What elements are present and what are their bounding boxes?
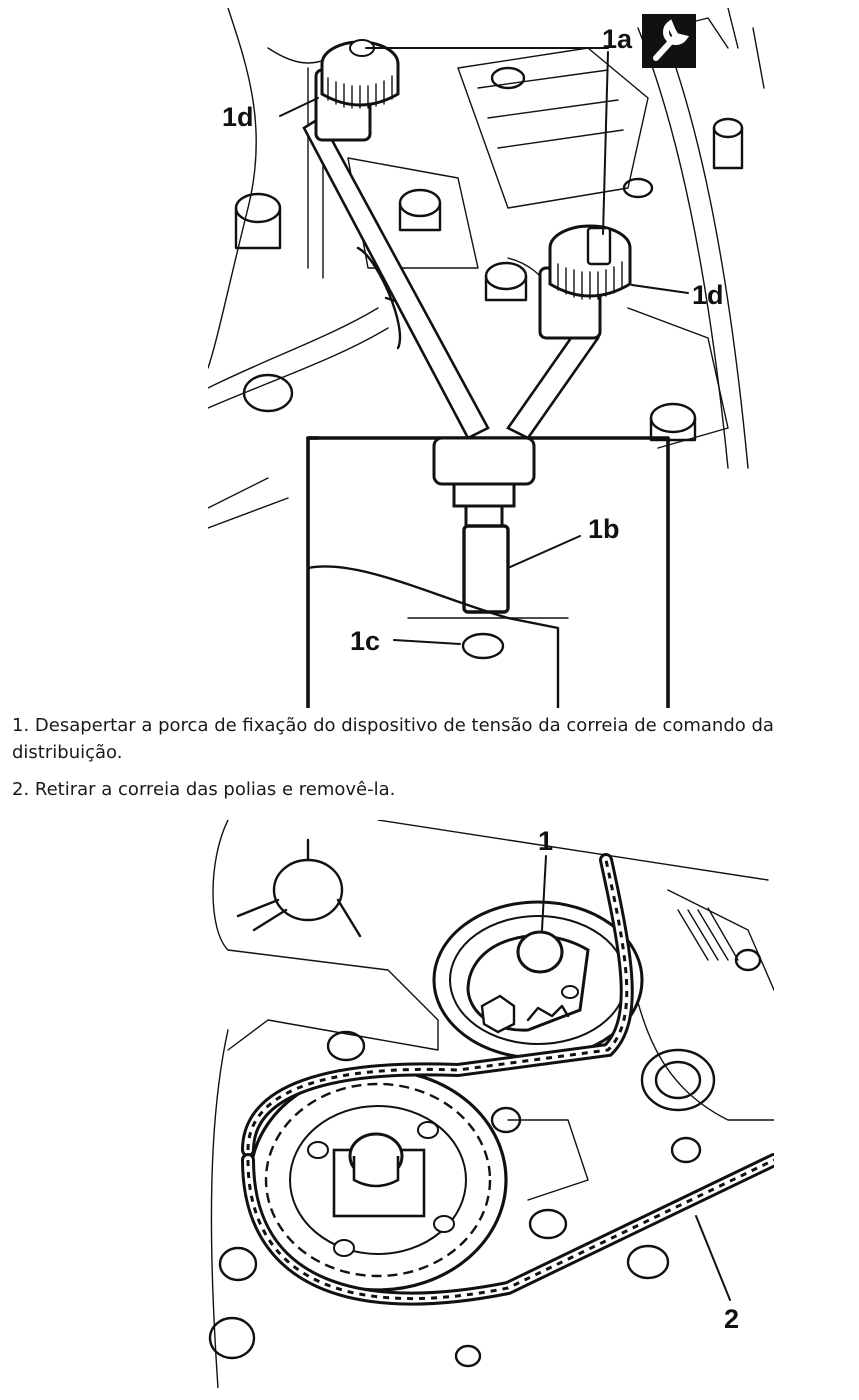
tool-illustration-svg: 1a 1d 1d 1b 1c <box>208 8 765 708</box>
housing-bolts <box>208 948 762 1368</box>
knob-right <box>538 224 632 340</box>
special-tool-body <box>302 116 670 708</box>
callout-1-tensioner: 1 <box>538 826 553 856</box>
callout-2-belt: 2 <box>724 1304 739 1334</box>
timing-belt-svg: 1 2 <box>208 820 774 1388</box>
background-bolts <box>234 66 744 442</box>
crankshaft-sprocket <box>248 1068 508 1292</box>
instruction-step-1: 1. Desapertar a porca de fixação do disp… <box>12 715 774 763</box>
spoked-cap <box>236 838 362 938</box>
wrench-icon <box>642 14 696 68</box>
tensioner-pulley <box>432 900 644 1060</box>
figure-timing-belt-illustration: 1 2 <box>208 820 774 1388</box>
figure-tool-tensioner-illustration: 1a 1d 1d 1b 1c <box>208 8 774 708</box>
callout-1d-left: 1d <box>222 102 254 132</box>
callout-leader-lines <box>279 47 689 645</box>
callout-1b: 1b <box>588 514 620 544</box>
callout-1c: 1c <box>350 626 380 656</box>
knob-left <box>314 39 400 142</box>
callout-1d-right: 1d <box>692 280 724 310</box>
timing-belt <box>241 853 774 1306</box>
callout-leader-lines-2 <box>541 855 731 1301</box>
callout-1a: 1a <box>602 24 633 54</box>
instruction-step-2: 2. Retirar a correia das polias e removê… <box>12 779 396 800</box>
